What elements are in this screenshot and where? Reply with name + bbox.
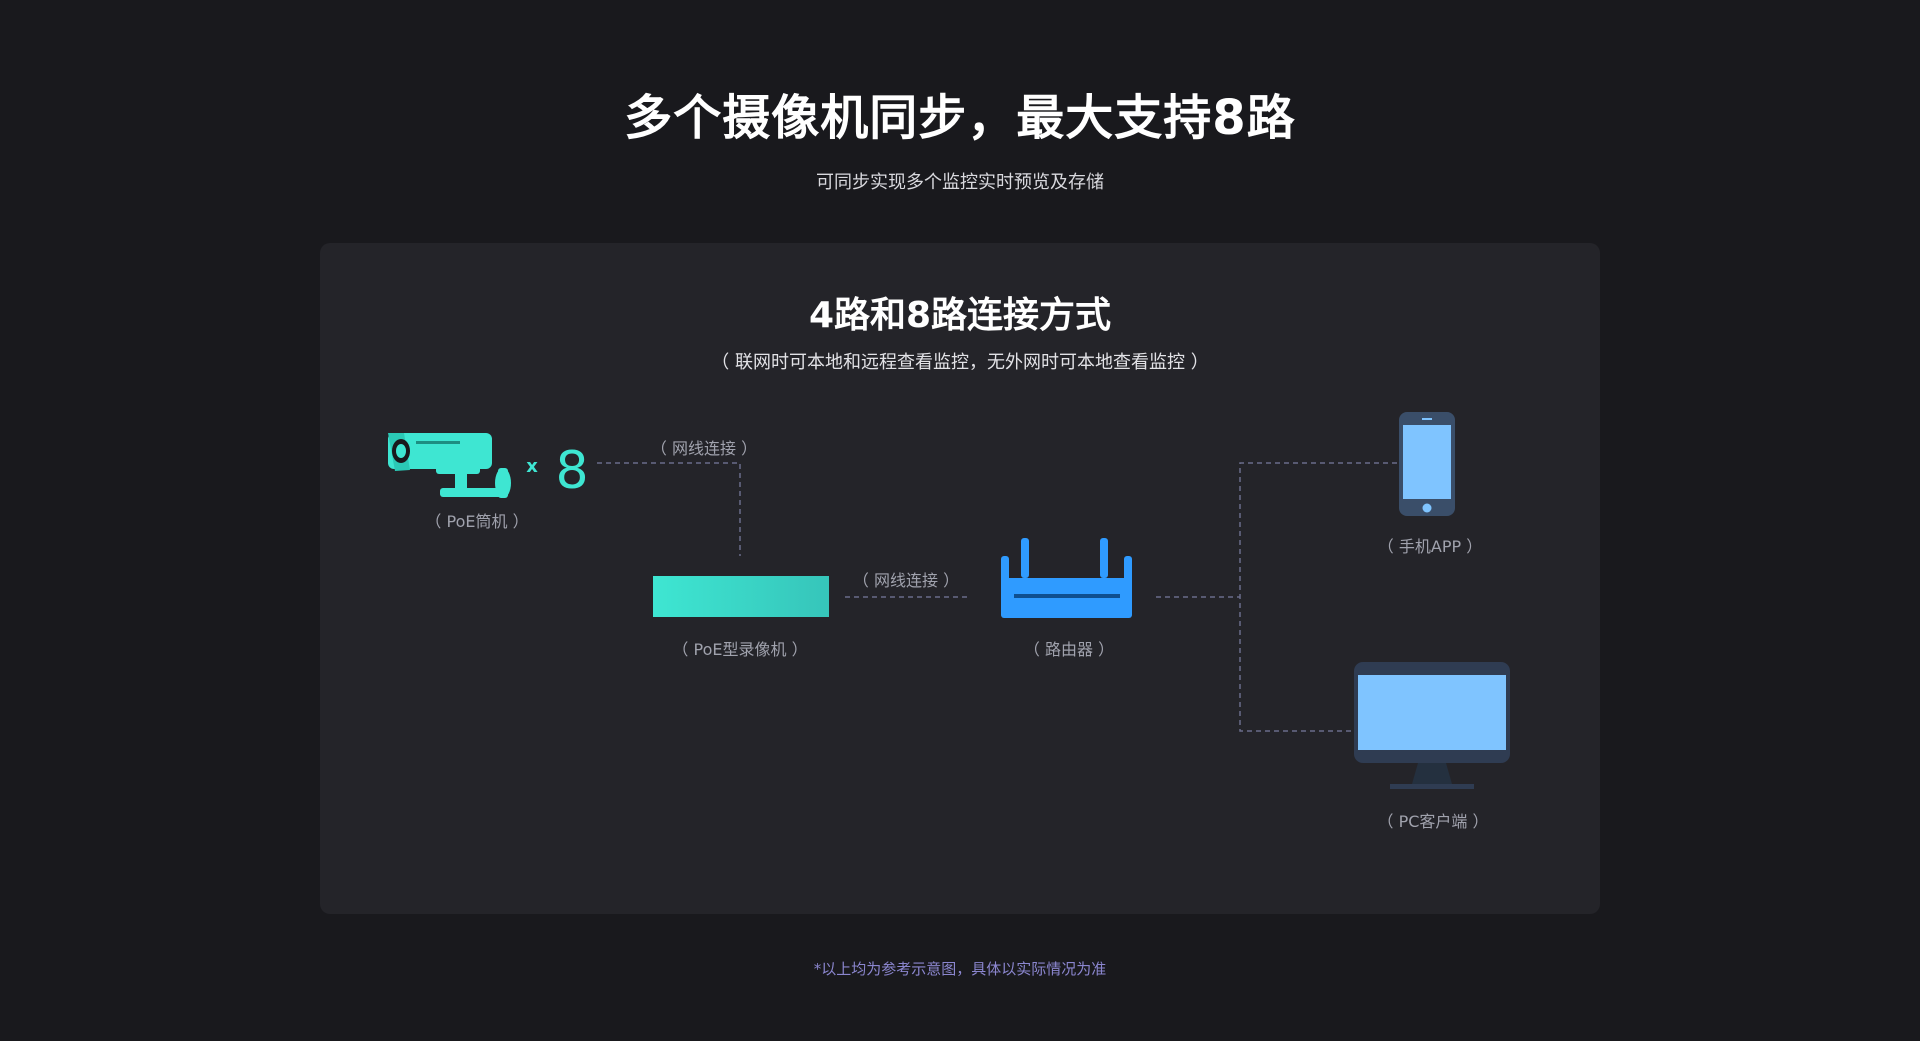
monitor-icon	[1354, 662, 1510, 789]
camera-multiplier-number: 8	[555, 441, 588, 501]
router-label: （ 路由器 ）	[1023, 640, 1115, 659]
footer-note: *以上均为参考示意图，具体以实际情况为准	[813, 960, 1107, 978]
link-label-nvr-router: （ 网线连接 ）	[852, 571, 960, 590]
bullet-camera-icon	[388, 433, 511, 498]
line-hub-to-phone	[1239, 462, 1397, 732]
diagram-panel	[320, 243, 1600, 914]
nvr-label: （ PoE型录像机 ）	[672, 640, 808, 659]
nvr-icon	[653, 576, 829, 617]
page-title: 多个摄像机同步，最大支持8路	[624, 90, 1296, 146]
camera-label: （ PoE筒机 ）	[425, 512, 529, 531]
camera-multiplier-x: x	[526, 456, 538, 477]
phone-label: （ 手机APP ）	[1377, 537, 1483, 556]
pc-label: （ PC客户端 ）	[1377, 812, 1489, 831]
line-camera-to-nvr	[597, 462, 741, 556]
link-label-camera-nvr: （ 网线连接 ）	[650, 439, 758, 458]
router-icon	[1001, 538, 1132, 618]
page-subtitle: 可同步实现多个监控实时预览及存储	[816, 172, 1104, 193]
panel-subtitle: （ 联网时可本地和远程查看监控，无外网时可本地查看监控 ）	[711, 352, 1209, 373]
smartphone-icon	[1399, 412, 1455, 516]
panel-title: 4路和8路连接方式	[808, 295, 1112, 336]
connector-lines	[597, 462, 1397, 732]
